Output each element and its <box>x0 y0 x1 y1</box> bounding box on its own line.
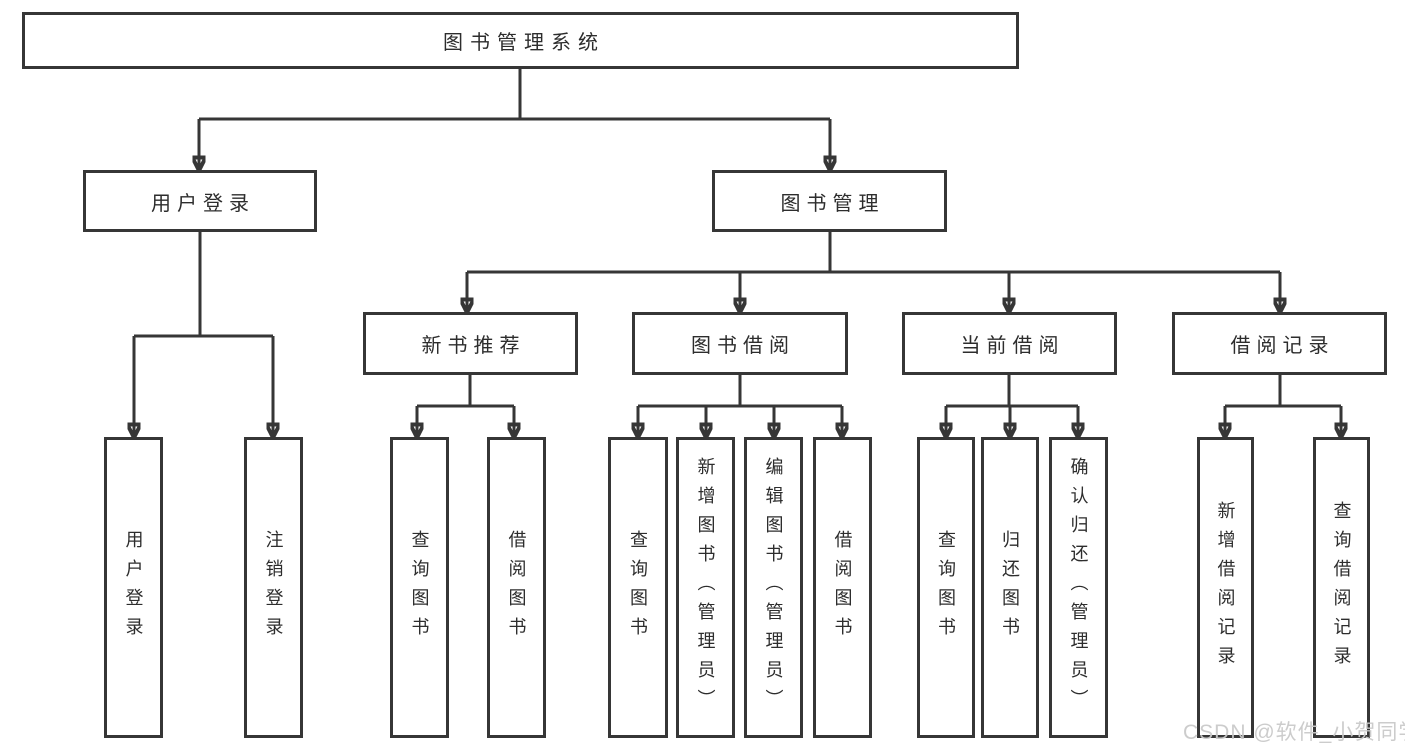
leaf-label: 新增图书（管理员） <box>695 457 716 718</box>
node-borrowing-records: 借阅记录 <box>1172 312 1387 375</box>
leaf-label: 注销登录 <box>263 529 284 646</box>
leaf-confirm-return-admin: 确认归还（管理员） <box>1049 437 1108 738</box>
leaf-user-login: 用户登录 <box>104 437 163 738</box>
node-label: 图书管理 <box>780 192 885 215</box>
node-label: 借阅记录 <box>1230 335 1335 357</box>
leaf-label: 确认归还（管理员） <box>1068 457 1089 718</box>
leaf-edit-book-admin: 编辑图书（管理员） <box>744 437 803 738</box>
leaf-return-book: 归还图书 <box>981 437 1039 738</box>
node-book-management: 图书管理 <box>712 170 947 232</box>
leaf-query-books-recommend: 查询图书 <box>390 437 449 738</box>
csdn-watermark: CSDN @软件_小贺同学 <box>1183 721 1405 744</box>
leaf-label: 查询借阅记录 <box>1331 500 1352 675</box>
node-label: 图书管理系统 <box>443 32 605 54</box>
leaf-label: 查询图书 <box>409 529 430 646</box>
node-label: 当前借阅 <box>960 335 1065 357</box>
node-book-borrowing: 图书借阅 <box>632 312 848 375</box>
edge-stems <box>134 69 1341 408</box>
leaf-label: 用户登录 <box>123 529 144 646</box>
leaf-label: 查询图书 <box>936 529 956 646</box>
node-label: 用户登录 <box>151 192 255 215</box>
leaf-query-books-borrowing: 查询图书 <box>608 437 668 738</box>
leaf-label: 新增借阅记录 <box>1215 500 1236 675</box>
node-user-login-branch: 用户登录 <box>83 170 317 232</box>
leaf-label: 查询图书 <box>628 529 648 646</box>
node-new-book-recommend: 新书推荐 <box>363 312 578 375</box>
leaf-add-borrow-record: 新增借阅记录 <box>1197 437 1254 738</box>
node-label: 新书推荐 <box>421 335 526 357</box>
leaf-label: 归还图书 <box>1000 529 1020 646</box>
leaf-borrow-books-recommend: 借阅图书 <box>487 437 546 738</box>
leaf-label: 借阅图书 <box>506 529 527 646</box>
edge-arrows <box>134 119 1341 437</box>
leaf-borrow-books-borrowing: 借阅图书 <box>813 437 872 738</box>
leaf-query-books-current: 查询图书 <box>917 437 975 738</box>
node-label: 图书借阅 <box>691 335 795 357</box>
leaf-add-book-admin: 新增图书（管理员） <box>676 437 735 738</box>
node-current-borrowing: 当前借阅 <box>902 312 1117 375</box>
leaf-logout: 注销登录 <box>244 437 303 738</box>
leaf-label: 编辑图书（管理员） <box>763 457 784 718</box>
leaf-query-borrow-record: 查询借阅记录 <box>1313 437 1370 738</box>
node-library-system: 图书管理系统 <box>22 12 1019 69</box>
leaf-label: 借阅图书 <box>832 529 853 646</box>
